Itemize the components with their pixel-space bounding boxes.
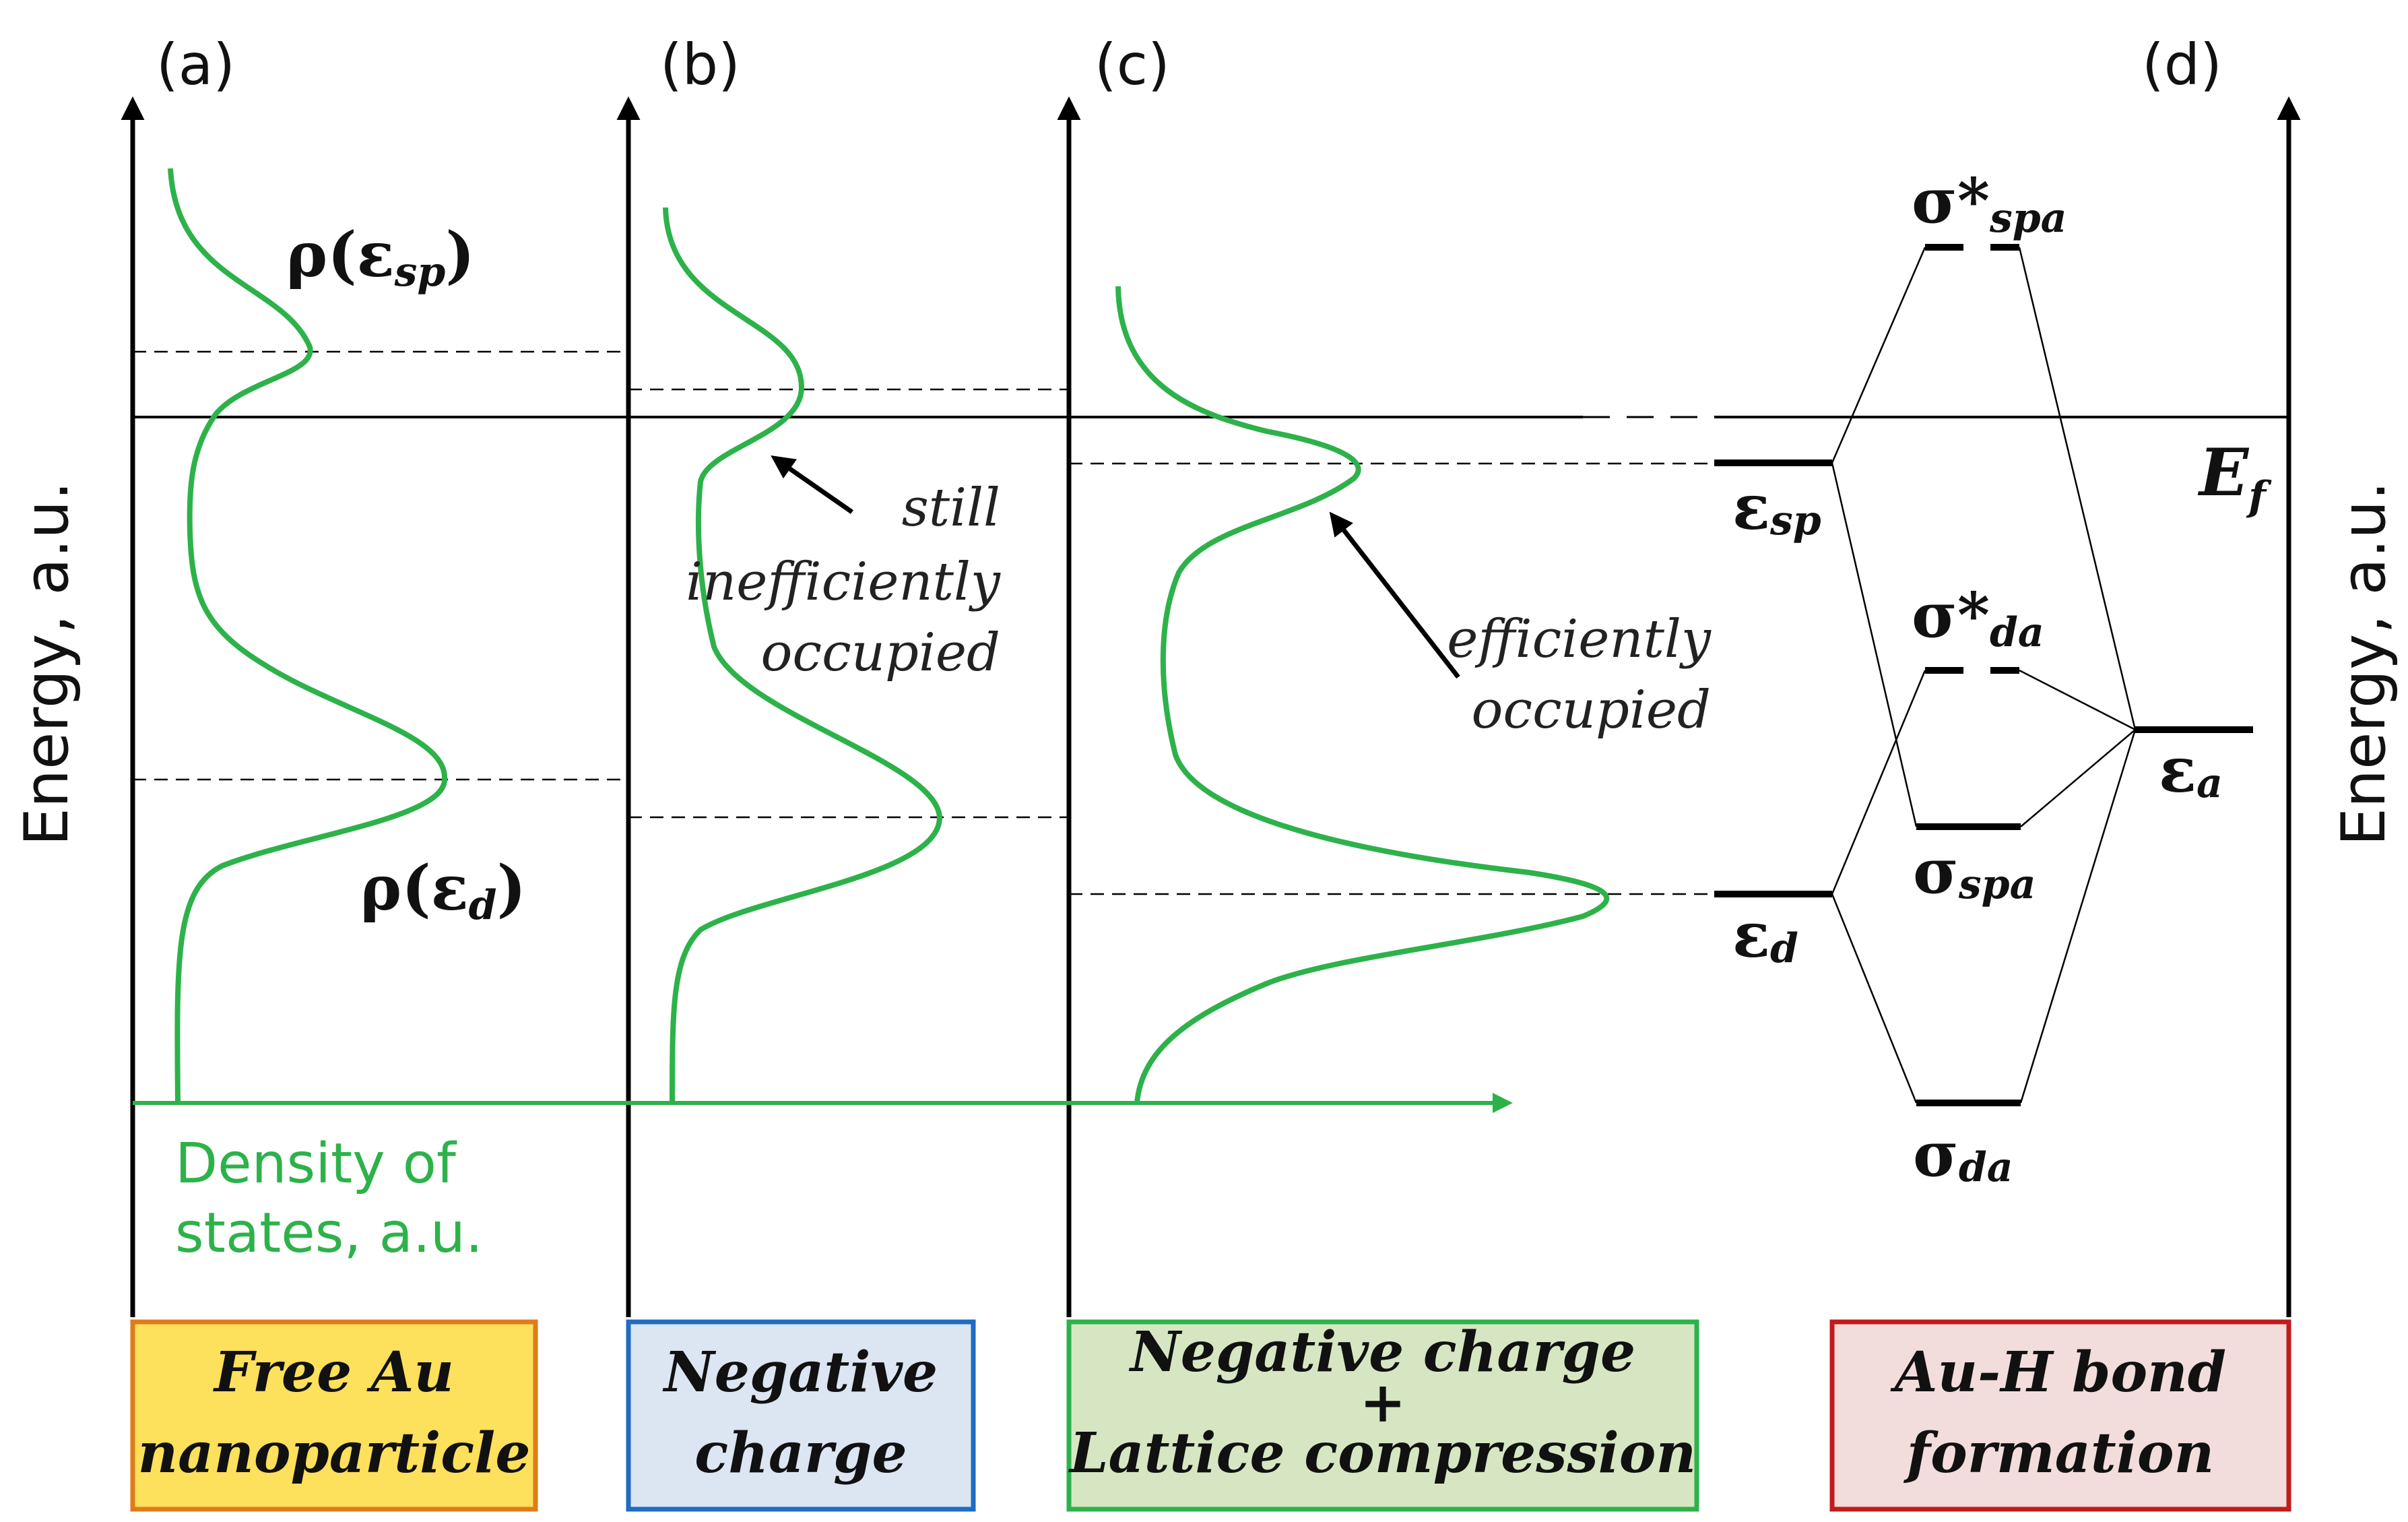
box-negative-charge-line2: charge <box>694 1421 907 1486</box>
eps-a-label: εa <box>2159 734 2223 807</box>
sigma-spa-label: σspa <box>1913 835 2036 908</box>
box-lattice-line1: Negative charge <box>1128 1320 1635 1385</box>
efficient-annotation-line1: efficiently <box>1447 609 1712 670</box>
fermi-label: Ef <box>2197 435 2272 520</box>
left-energy-label: Energy, a.u. <box>11 481 82 846</box>
box-free-au: Free Au nanoparticle <box>130 1319 538 1512</box>
dos-label-line1: Density of <box>175 1132 457 1196</box>
sigma-da-label: σda <box>1913 1118 2013 1191</box>
rho-d-label: ρ(εd) <box>360 852 526 929</box>
still-annotation-line1: still <box>902 478 1000 538</box>
eps-d-label: εd <box>1732 899 1798 972</box>
right-energy-label: Energy, a.u. <box>2329 481 2399 846</box>
sigma-star-spa-label: σ*spa <box>1912 164 2067 242</box>
box-lattice-line2: + <box>1360 1370 1406 1435</box>
correlation-lines <box>1831 247 2137 1104</box>
dos-label-line2: states, a.u. <box>175 1201 483 1265</box>
box-au-h-line2: formation <box>1903 1421 2214 1486</box>
panel-label-d: (d) <box>2142 32 2222 98</box>
box-negative-charge-line1: Negative <box>662 1340 938 1405</box>
eps-sp-label: εsp <box>1732 471 1821 544</box>
box-au-h-line1: Au-H bond <box>1890 1340 2226 1405</box>
box-lattice-line3: Lattice compression <box>1068 1421 1696 1486</box>
sigma-star-da-label: σ*da <box>1912 579 2044 656</box>
dos-curve-b <box>663 207 943 1104</box>
box-negative-charge: Negative charge <box>626 1319 976 1512</box>
efficient-annotation-line2: occupied <box>1471 680 1711 740</box>
box-au-h-bond: Au-H bond formation <box>1829 1319 2291 1512</box>
still-annotation-line3: occupied <box>760 623 1000 683</box>
panel-label-a: (a) <box>156 32 235 98</box>
panel-label-b: (b) <box>660 32 740 98</box>
panel-label-c: (c) <box>1095 32 1170 98</box>
box-lattice-compression: Negative charge + Lattice compression <box>1066 1319 1699 1512</box>
dos-curve-c <box>1115 286 1610 1104</box>
efficient-arrow <box>1329 511 1460 679</box>
box-free-au-line1: Free Au <box>213 1340 454 1405</box>
still-annotation-line2: inefficiently <box>686 552 1001 612</box>
dos-curve-a <box>168 168 448 1104</box>
still-arrow <box>771 455 853 514</box>
box-free-au-line2: nanoparticle <box>137 1421 530 1486</box>
rho-sp-label: ρ(εsp) <box>286 218 475 296</box>
